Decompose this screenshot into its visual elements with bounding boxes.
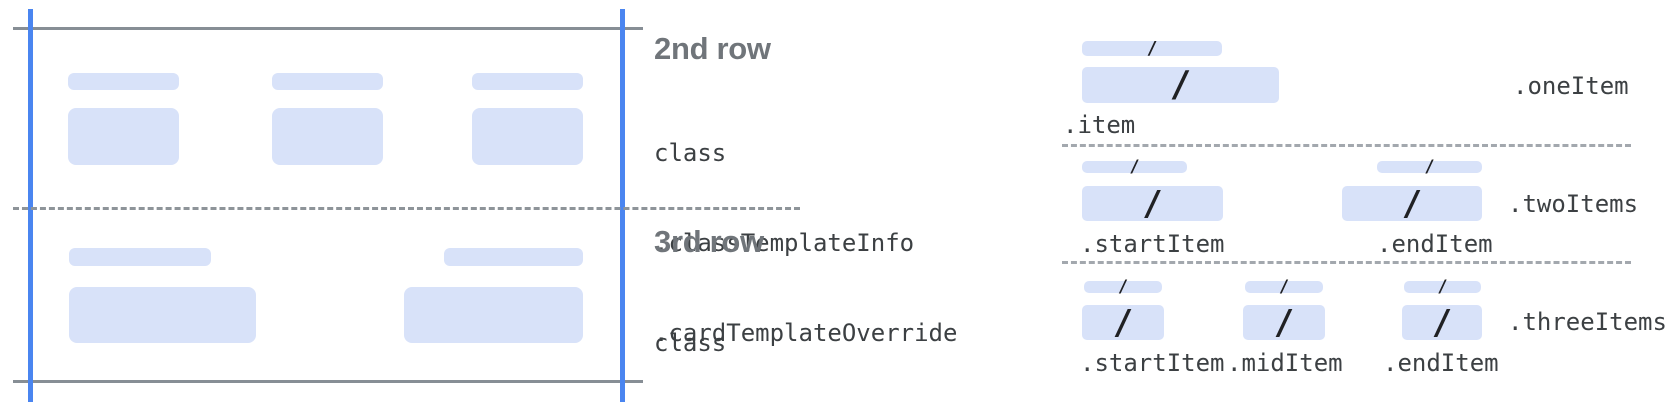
slash-separator: / (1112, 302, 1134, 343)
code-path-line: class (654, 139, 727, 167)
row-layout-label: .twoItems (1508, 190, 1639, 218)
item-path-label: .midItem (1227, 349, 1343, 377)
item-path-label: .startItem (1080, 349, 1225, 377)
field-label-placeholder (272, 73, 383, 90)
slash-separator: / (1117, 276, 1129, 297)
field-value-placeholder (69, 287, 256, 343)
slash-separator: / (1401, 183, 1423, 224)
card-bottom-edge-line (13, 380, 643, 383)
item-path-label: .endItem (1383, 349, 1499, 377)
row-heading: 3rd row (654, 224, 764, 259)
field-value-placeholder (472, 108, 583, 165)
item-value-bar: / (1342, 186, 1482, 221)
item-value-bar: / (1082, 67, 1279, 103)
item-label-bar: / (1082, 37, 1222, 59)
item-value-bar: / (1082, 186, 1223, 221)
field-value-placeholder (404, 287, 583, 343)
code-path-block: class .classTemplateInfo .cardTemplateOv… (654, 78, 1001, 412)
item-path-label: .startItem (1080, 230, 1225, 258)
code-path-line: .cardTemplateOverride (654, 319, 958, 347)
card-left-guide-line (28, 9, 33, 402)
row-layout-label: .oneItem (1513, 72, 1629, 100)
item-label-bar: / (1377, 156, 1482, 177)
code-path-line: .classTemplateInfo (654, 229, 915, 257)
field-label-placeholder (68, 73, 179, 90)
slash-separator: / (1273, 302, 1295, 343)
slash-separator: / (1278, 276, 1290, 297)
slash-separator: / (1129, 156, 1140, 177)
slash-separator: / (1142, 183, 1163, 224)
item-label-bar: / (1082, 156, 1187, 177)
item-path-label: .item (1063, 111, 1136, 139)
item-value-bar: / (1402, 305, 1482, 340)
card-right-guide-line (620, 9, 625, 402)
section-divider-dashed-line (1062, 144, 1631, 147)
slash-separator: / (1169, 64, 1192, 105)
row-layout-label: .threeItems (1508, 308, 1667, 336)
item-label-bar: / (1404, 276, 1481, 297)
field-value-placeholder (68, 108, 179, 165)
section-divider-dashed-line (1062, 261, 1631, 264)
item-value-bar: / (1082, 305, 1164, 340)
slash-separator: / (1424, 156, 1435, 177)
code-path-line: .cardRowTemplateInfos[0] (654, 408, 1001, 412)
slash-separator: / (1146, 37, 1158, 59)
row-heading: 2nd row (654, 31, 771, 66)
item-path-label: .endItem (1377, 230, 1493, 258)
card-top-edge-line (13, 27, 643, 30)
row-divider-dashed-line (13, 207, 800, 210)
code-path-line: class (654, 329, 727, 357)
field-label-placeholder (69, 248, 211, 266)
item-label-bar: / (1084, 276, 1162, 297)
field-label-placeholder (444, 248, 583, 266)
item-label-bar: / (1245, 276, 1323, 297)
slash-separator: / (1437, 276, 1448, 297)
field-label-placeholder (472, 73, 583, 90)
code-path-block: class .classTemplateInfo .cardTemplateOv… (654, 268, 1001, 412)
slash-separator: / (1431, 302, 1453, 343)
item-value-bar: / (1243, 305, 1325, 340)
field-value-placeholder (272, 108, 383, 165)
